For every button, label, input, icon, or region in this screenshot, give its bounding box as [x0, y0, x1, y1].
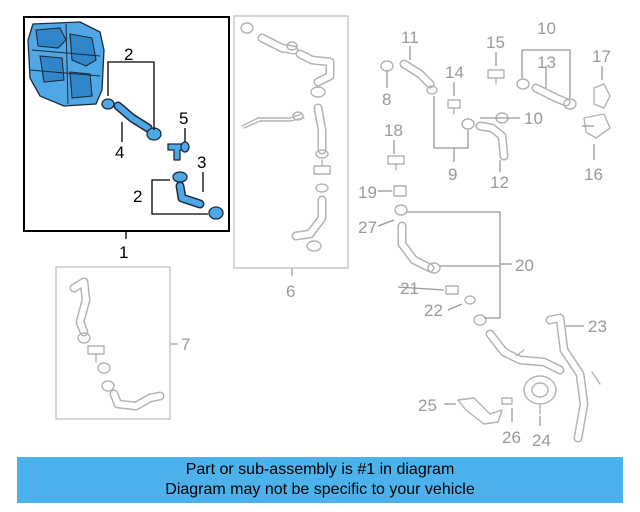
callout-21: 21: [400, 279, 419, 298]
callout-9: 9: [448, 165, 457, 184]
disclaimer-line-2: Diagram may not be specific to your vehi…: [165, 481, 475, 498]
callout-6: 6: [286, 282, 295, 301]
callout-7: 7: [181, 335, 190, 354]
callout-2a: 2: [124, 45, 133, 64]
callout-11: 11: [401, 28, 419, 47]
callout-27: 27: [358, 218, 377, 237]
assembly-box-7: [55, 266, 178, 420]
callout-5: 5: [179, 109, 188, 128]
callout-3: 3: [197, 153, 206, 172]
disclaimer-line-1: Part or sub-assembly is #1 in diagram: [185, 461, 455, 478]
callout-16: 16: [584, 165, 603, 184]
callout-22: 22: [424, 301, 443, 320]
callout-12: 12: [490, 173, 509, 192]
disclaimer-banner: Part or sub-assembly is #1 in diagram Di…: [17, 457, 623, 503]
assembly-box-1: [23, 16, 230, 239]
callout-26: 26: [502, 428, 521, 447]
callout-18: 18: [384, 121, 403, 140]
loose-parts: [380, 59, 611, 443]
callout-14: 14: [445, 63, 464, 82]
callout-17: 17: [592, 47, 611, 66]
callout-2b: 2: [133, 187, 142, 206]
heater-housing: [27, 21, 105, 107]
callout-25: 25: [418, 396, 437, 415]
leader-lines: [377, 46, 603, 426]
callout-13: 13: [537, 53, 556, 72]
callout-10a: 10: [537, 19, 556, 38]
callout-1: 1: [119, 243, 128, 262]
callout-10b: 10: [524, 109, 543, 128]
assembly-box-6: [233, 15, 349, 276]
callout-19: 19: [358, 183, 377, 202]
callout-24: 24: [532, 431, 551, 450]
box1-leaders: [107, 61, 208, 215]
callout-4: 4: [115, 143, 124, 162]
callout-labels: 1 2 4 5 3 2 6 7 11 8 14 15 10 13 17 10 1…: [115, 19, 611, 450]
callout-15: 15: [486, 33, 505, 52]
callout-20: 20: [515, 256, 534, 275]
callout-23: 23: [588, 317, 607, 336]
callout-8: 8: [382, 90, 391, 109]
